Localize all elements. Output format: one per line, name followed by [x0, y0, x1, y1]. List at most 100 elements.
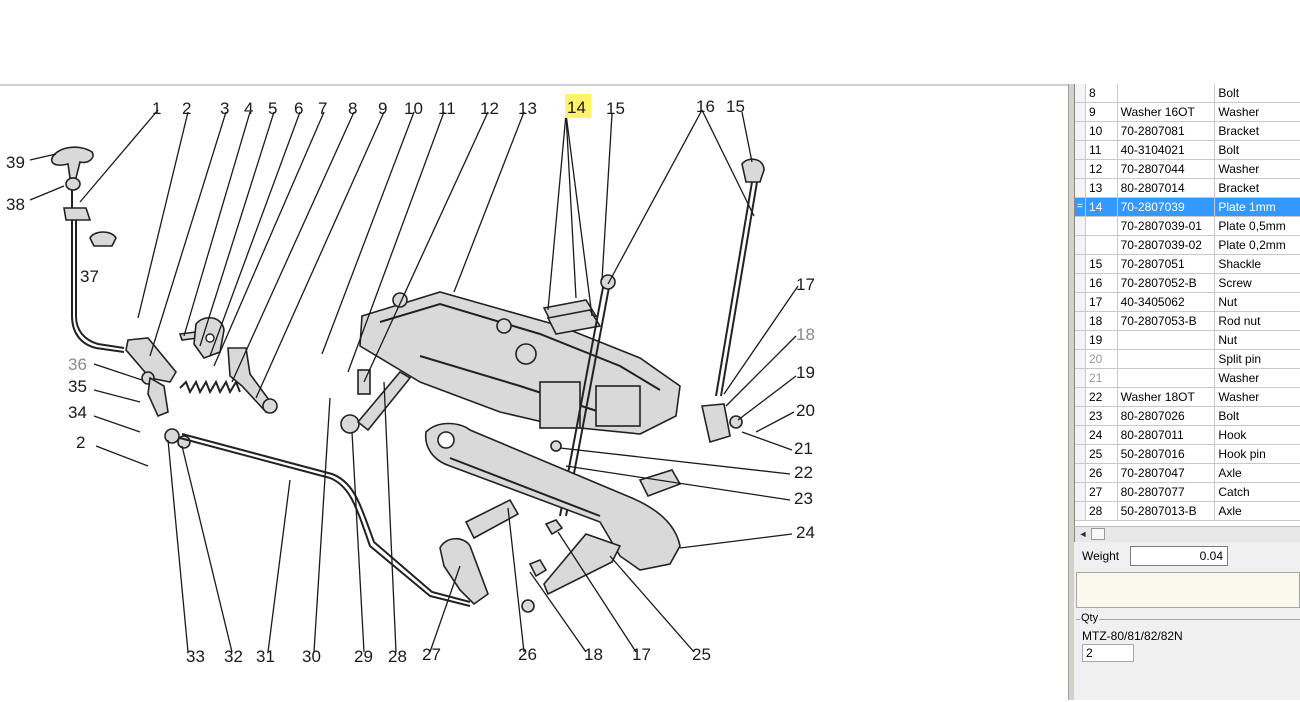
- scrollbar-thumb[interactable]: [1091, 528, 1105, 540]
- callout-label[interactable]: 38: [6, 195, 25, 214]
- callout-label[interactable]: 35: [68, 377, 87, 396]
- row-indicator: =: [1075, 197, 1086, 217]
- part-number-cell: 23: [1085, 406, 1118, 426]
- callout-label[interactable]: 18: [796, 325, 815, 344]
- part-number-cell: 13: [1085, 178, 1118, 198]
- callout-label[interactable]: 20: [796, 401, 815, 420]
- pane-splitter[interactable]: [1068, 84, 1074, 700]
- callout-label[interactable]: 7: [318, 99, 327, 118]
- callout-label[interactable]: 12: [480, 99, 499, 118]
- callout-label[interactable]: 26: [518, 645, 537, 664]
- part-number-cell: 12: [1085, 159, 1118, 179]
- horizontal-scrollbar[interactable]: ◄: [1074, 526, 1300, 542]
- part-code-cell: 50-2807013-B: [1117, 501, 1216, 521]
- callout-label[interactable]: 32: [224, 647, 243, 666]
- qty-field[interactable]: 2: [1082, 644, 1134, 662]
- callout-label[interactable]: 10: [404, 99, 423, 118]
- weight-field[interactable]: 0.04: [1130, 546, 1228, 566]
- callout-label[interactable]: 29: [354, 647, 373, 666]
- callout-label[interactable]: 19: [796, 363, 815, 382]
- part-code-cell: Washer 16OT: [1117, 102, 1216, 122]
- part-name-cell: Shackle: [1214, 254, 1300, 274]
- callout-label[interactable]: 30: [302, 647, 321, 666]
- part-name-cell: Rod nut: [1214, 311, 1300, 331]
- callout-label[interactable]: 8: [348, 99, 357, 118]
- callout-label[interactable]: 9: [378, 99, 387, 118]
- row-indicator: [1075, 349, 1086, 369]
- callout-label[interactable]: 21: [794, 439, 813, 458]
- callout-label[interactable]: 4: [244, 99, 253, 118]
- callout-label[interactable]: 24: [796, 523, 815, 542]
- callout-label[interactable]: 22: [794, 463, 813, 482]
- callout-label[interactable]: 2: [182, 99, 191, 118]
- arrow-left-icon[interactable]: ◄: [1078, 529, 1088, 539]
- callout-label[interactable]: 28: [388, 647, 407, 666]
- main-housing-part: [359, 291, 681, 435]
- part-code-cell: 50-2807016: [1117, 444, 1216, 464]
- callout-label[interactable]: 17: [796, 275, 815, 294]
- callout-label[interactable]: 33: [186, 647, 205, 666]
- part-name-cell: Plate 0,5mm: [1214, 216, 1300, 236]
- callout-label[interactable]: 23: [794, 489, 813, 508]
- row-indicator: [1075, 84, 1086, 103]
- bell-crank-part: [227, 347, 278, 414]
- parts-diagram-pane[interactable]: 1 2 3 4 5 6 7 8 9 10 11 12 13 14 15 16 1…: [0, 84, 1068, 700]
- notes-memo-box[interactable]: [1076, 572, 1300, 608]
- callout-label[interactable]: 5: [268, 99, 277, 118]
- callout-label[interactable]: 2: [76, 433, 85, 452]
- part-name-cell: Screw: [1214, 273, 1300, 293]
- top-blank-area: [0, 0, 1300, 84]
- callout-label[interactable]: 37: [80, 267, 99, 286]
- callout-label[interactable]: 16: [696, 97, 715, 116]
- callout-label[interactable]: 27: [422, 645, 441, 664]
- callout-label[interactable]: 3: [220, 99, 229, 118]
- small-nut-part: [521, 519, 564, 613]
- callout-label-highlighted[interactable]: 14: [567, 98, 586, 117]
- callout-label[interactable]: 15: [606, 99, 625, 118]
- callout-label[interactable]: 1: [152, 99, 161, 118]
- part-number-cell: 22: [1085, 387, 1118, 407]
- callout-label[interactable]: 15: [726, 97, 745, 116]
- callout-label[interactable]: 31: [256, 647, 275, 666]
- clip-part: [89, 231, 117, 247]
- row-indicator: [1075, 425, 1086, 445]
- callout-highlight: [565, 94, 591, 118]
- callout-label[interactable]: 25: [692, 645, 711, 664]
- callout-label[interactable]: 11: [438, 99, 456, 118]
- callout-label[interactable]: 34: [68, 403, 87, 422]
- callout-label[interactable]: 39: [6, 153, 25, 172]
- callout-label[interactable]: 6: [294, 99, 303, 118]
- callout-label[interactable]: 36: [68, 355, 87, 374]
- row-indicator: [1075, 368, 1086, 388]
- row-indicator: [1075, 406, 1086, 426]
- long-rod-part: [179, 433, 471, 607]
- callout-label[interactable]: 18: [584, 645, 603, 664]
- part-number-cell: 16: [1085, 273, 1118, 293]
- callout-label[interactable]: 13: [518, 99, 537, 118]
- callout-label[interactable]: 17: [632, 645, 651, 664]
